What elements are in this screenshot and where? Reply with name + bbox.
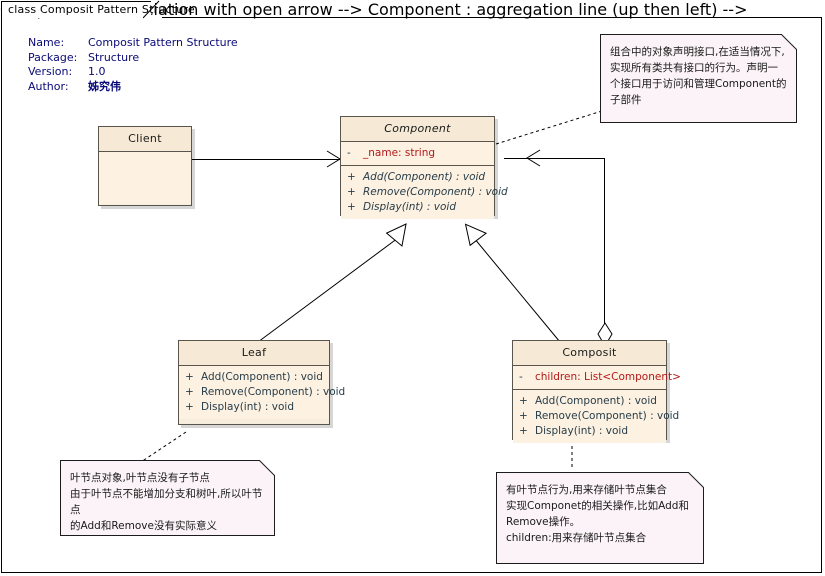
member-signature: Add(Component) : void bbox=[363, 171, 486, 183]
diagram-frame-top-edge bbox=[162, 17, 822, 18]
meta-value-package: Structure bbox=[88, 50, 140, 64]
meta-row-version: Version: 1.0 bbox=[28, 65, 238, 80]
member-signature: Add(Component) : void bbox=[201, 371, 323, 383]
visibility-marker: + bbox=[347, 171, 356, 183]
class-title-leaf: Leaf bbox=[179, 341, 329, 366]
note-leaf[interactable]: 叶节点对象,叶节点没有子节点 由于叶节点不能增加分支和树叶,所以叶节点 的Add… bbox=[60, 460, 275, 536]
class-attributes-composit: - children: List<Component> bbox=[513, 366, 681, 390]
class-operations-composit: + Add(Component) : void + Remove(Compone… bbox=[513, 390, 679, 443]
note-text: 组合中的对象声明接口,在适当情况下,实现所有类共有接口的行为。声明一个接口用于访… bbox=[610, 46, 787, 106]
diagram-tab-label: class Composit Pattern Structure bbox=[8, 3, 195, 16]
visibility-marker: + bbox=[185, 386, 194, 398]
class-operation-row: + Display(int) : void bbox=[513, 424, 666, 439]
diagram-tab-top-edge bbox=[1, 1, 151, 2]
member-signature: _name: string bbox=[363, 147, 436, 159]
note-fold-corner-icon bbox=[688, 472, 704, 488]
meta-key-name: Name: bbox=[28, 36, 65, 49]
visibility-marker: - bbox=[519, 371, 523, 383]
member-signature: Display(int) : void bbox=[363, 201, 457, 213]
class-title-composit: Composit bbox=[513, 341, 666, 366]
class-operation-row: + Remove(Component) : void bbox=[341, 185, 508, 200]
connector-composit-aggregation-vertical bbox=[604, 158, 605, 343]
class-box-leaf[interactable]: Leaf + Add(Component) : void + Remove(Co… bbox=[178, 340, 345, 425]
note-fold-corner-icon bbox=[781, 34, 797, 50]
meta-value-author: 姊究伟 bbox=[88, 79, 121, 93]
class-box-component[interactable]: Component - _name: string + Add(Componen… bbox=[340, 116, 508, 219]
member-signature: Display(int) : void bbox=[201, 401, 295, 413]
class-title-client: Client bbox=[99, 127, 191, 152]
meta-value-version: 1.0 bbox=[88, 65, 106, 78]
class-attributes-component: - _name: string bbox=[341, 142, 494, 166]
note-text: 叶节点对象,叶节点没有子节点 由于叶节点不能增加分支和树叶,所以叶节点 的Add… bbox=[70, 472, 263, 532]
class-title-component: Component bbox=[341, 117, 494, 142]
class-operation-row: + Remove(Component) : void bbox=[513, 409, 679, 424]
connector-client-to-component bbox=[192, 159, 340, 160]
class-box-composit[interactable]: Composit - children: List<Component> + A… bbox=[512, 340, 681, 443]
meta-key-author: Author: bbox=[28, 79, 69, 93]
meta-key-package: Package: bbox=[28, 50, 78, 64]
visibility-marker: + bbox=[519, 410, 528, 422]
class-operation-row: + Add(Component) : void bbox=[179, 370, 329, 385]
class-operations-leaf: + Add(Component) : void + Remove(Compone… bbox=[179, 366, 345, 419]
meta-row-package: Package: Structure bbox=[28, 51, 238, 66]
connector-composit-aggregation-horizontal bbox=[504, 158, 605, 159]
member-signature: Add(Component) : void bbox=[535, 395, 657, 407]
class-attribute-row: - _name: string bbox=[341, 146, 494, 161]
visibility-marker: + bbox=[519, 425, 528, 437]
visibility-marker: + bbox=[347, 201, 356, 213]
meta-row-author: Author: 姊究伟 bbox=[28, 80, 238, 95]
class-operation-row: + Display(int) : void bbox=[179, 400, 329, 415]
visibility-marker: + bbox=[185, 371, 194, 383]
diagram-tab-notch-icon bbox=[143, 0, 160, 19]
class-operation-row: + Display(int) : void bbox=[341, 200, 494, 215]
meta-value-name: Composit Pattern Structure bbox=[88, 36, 238, 49]
class-attribute-row: - children: List<Component> bbox=[513, 370, 681, 385]
note-text: 有叶节点行为,用来存储叶节点集合 实现Componet的相关操作,比如Add和 … bbox=[506, 484, 689, 544]
class-box-client[interactable]: Client bbox=[98, 126, 192, 206]
note-fold-corner-icon bbox=[259, 460, 275, 476]
diagram-frame bbox=[1, 17, 822, 573]
class-operation-row: + Remove(Component) : void bbox=[179, 385, 345, 400]
visibility-marker: + bbox=[185, 401, 194, 413]
class-operations-component: + Add(Component) : void + Remove(Compone… bbox=[341, 166, 508, 219]
visibility-marker: - bbox=[347, 147, 351, 159]
class-compartment-client-empty bbox=[99, 152, 191, 204]
diagram-meta-block: Name: Composit Pattern Structure Package… bbox=[28, 36, 238, 94]
member-signature: Remove(Component) : void bbox=[201, 386, 346, 398]
member-signature: Remove(Component) : void bbox=[363, 186, 508, 198]
visibility-marker: + bbox=[519, 395, 528, 407]
class-operation-row: + Add(Component) : void bbox=[341, 170, 494, 185]
meta-row-name: Name: Composit Pattern Structure bbox=[28, 36, 238, 51]
member-signature: Remove(Component) : void bbox=[535, 410, 680, 422]
note-composit[interactable]: 有叶节点行为,用来存储叶节点集合 实现Componet的相关操作,比如Add和 … bbox=[496, 472, 704, 564]
note-component[interactable]: 组合中的对象声明接口,在适当情况下,实现所有类共有接口的行为。声明一个接口用于访… bbox=[600, 34, 797, 123]
member-signature: children: List<Component> bbox=[535, 371, 681, 383]
meta-key-version: Version: bbox=[28, 65, 73, 78]
visibility-marker: + bbox=[347, 186, 356, 198]
member-signature: Display(int) : void bbox=[535, 425, 629, 437]
class-operation-row: + Add(Component) : void bbox=[513, 394, 666, 409]
